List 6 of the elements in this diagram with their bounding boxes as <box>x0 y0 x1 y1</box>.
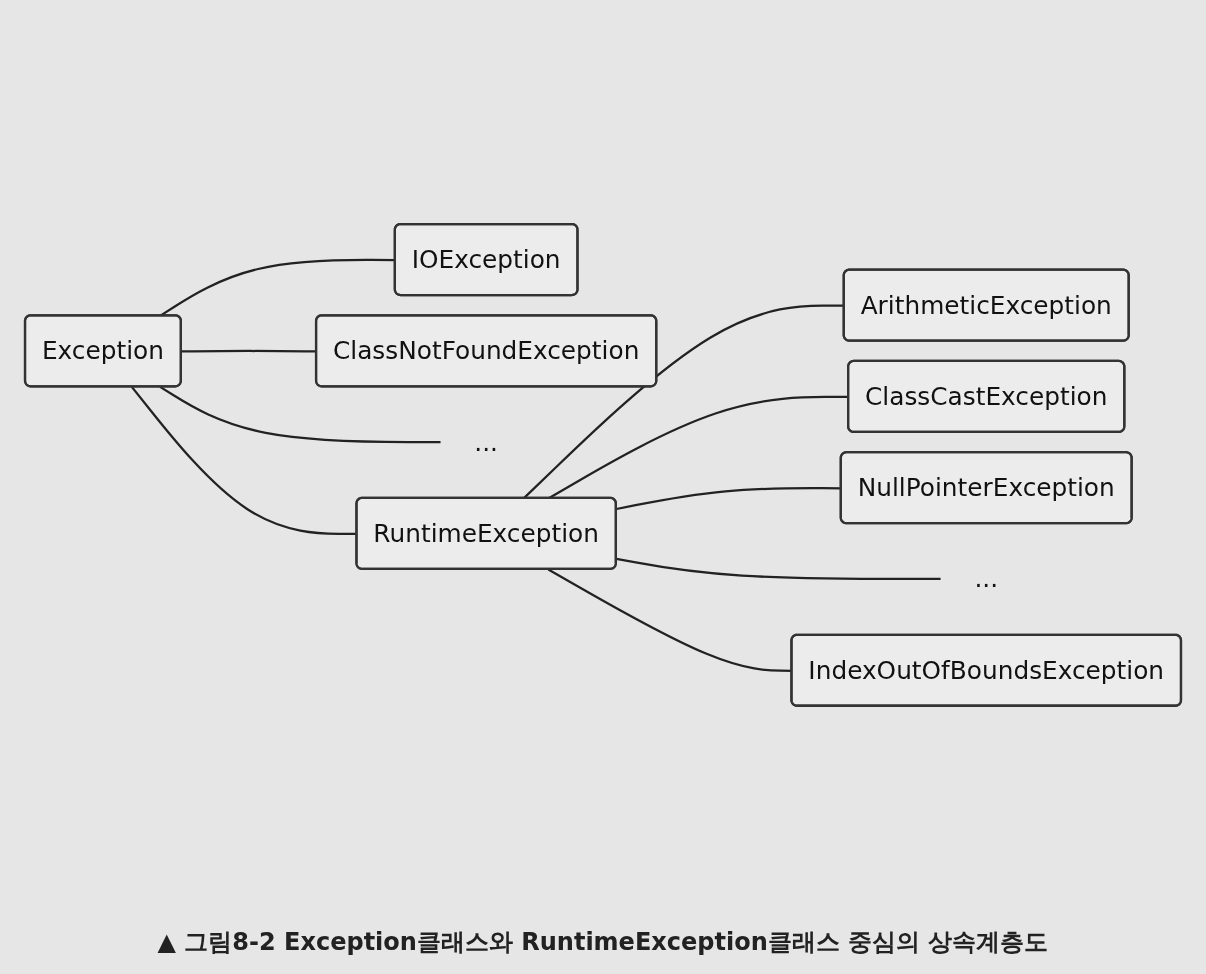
connector <box>616 557 941 581</box>
node-text: ... <box>474 428 498 457</box>
connector <box>159 386 441 444</box>
node-text: ... <box>974 565 999 594</box>
connector <box>181 349 317 353</box>
figure-caption: ▲ 그림8-2 Exception클래스와 RuntimeException클래스 중심의 상속계층도 <box>157 927 1049 958</box>
